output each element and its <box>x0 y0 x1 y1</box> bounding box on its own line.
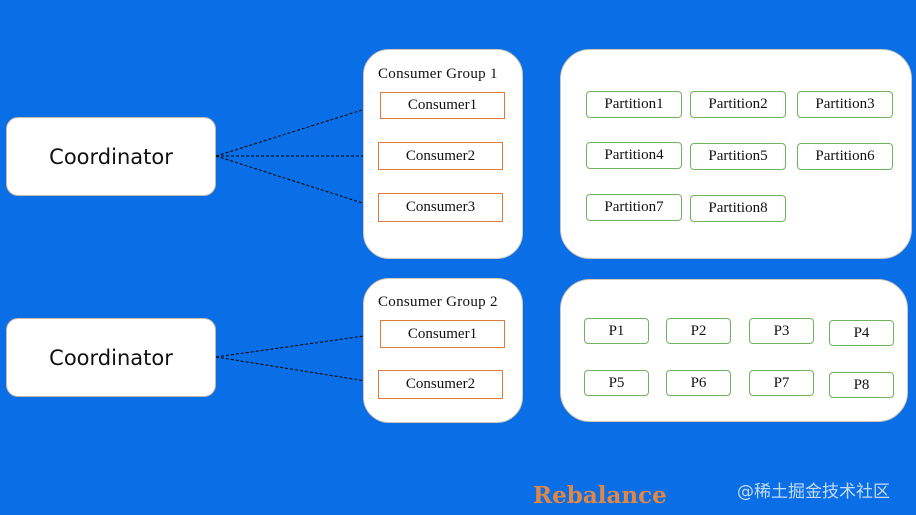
partition-8: Partition8 <box>690 195 786 222</box>
partition-p8: P8 <box>829 372 894 398</box>
group1-consumer-3: Consumer3 <box>378 193 503 222</box>
coordinator-1: Coordinator <box>6 117 216 196</box>
partition-p6: P6 <box>666 370 731 396</box>
partition-p3: P3 <box>749 318 814 344</box>
partition-6: Partition6 <box>797 143 893 170</box>
partition-p4: P4 <box>829 320 894 346</box>
group1-consumer-1: Consumer1 <box>380 92 505 119</box>
coordinator-1-label: Coordinator <box>49 144 173 169</box>
watermark: @稀土掘金技术社区 <box>737 482 890 502</box>
arrow-coord1-consumer1 <box>215 103 379 157</box>
partition-p2: P2 <box>666 318 731 344</box>
consumer-group-1-title: Consumer Group 1 <box>378 66 498 82</box>
group1-consumer-2: Consumer2 <box>378 142 503 170</box>
diagram-caption: Rebalance <box>533 482 667 509</box>
consumer-group-2-title: Consumer Group 2 <box>378 294 498 310</box>
partition-3: Partition3 <box>797 91 893 118</box>
arrow-coord1-consumer3 <box>215 155 379 210</box>
partition-4: Partition4 <box>586 142 682 169</box>
arrow-coord2-consumer2 <box>215 356 379 386</box>
partition-5: Partition5 <box>690 143 786 170</box>
partition-1: Partition1 <box>586 91 682 118</box>
partition-7: Partition7 <box>586 194 682 221</box>
group2-consumer-1: Consumer1 <box>380 320 505 348</box>
coordinator-2-label: Coordinator <box>49 345 173 370</box>
partition-2: Partition2 <box>690 91 786 118</box>
coordinator-2: Coordinator <box>6 318 216 397</box>
arrow-coord2-consumer1 <box>215 331 379 358</box>
group2-consumer-2: Consumer2 <box>378 370 503 399</box>
partition-panel-2 <box>560 279 908 422</box>
partition-p1: P1 <box>584 318 649 344</box>
partition-p5: P5 <box>584 370 649 396</box>
partition-p7: P7 <box>749 370 814 396</box>
